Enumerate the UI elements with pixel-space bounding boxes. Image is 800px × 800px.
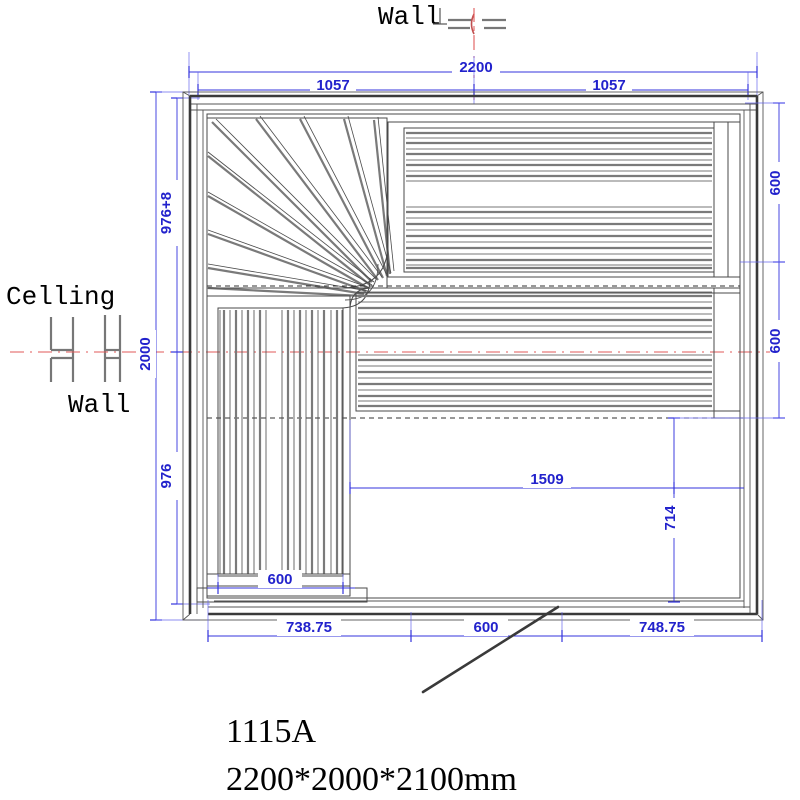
top-bench — [387, 121, 729, 278]
dim-bottom-left: 738.75 — [286, 619, 332, 636]
wall-label-left: Wall — [68, 390, 130, 420]
top-dimension-halves: 1057 1057 — [197, 56, 749, 104]
dim-interior-depth: 714 — [662, 505, 679, 531]
right-dimension-chain: 600 600 — [740, 102, 788, 419]
title-dimensions: 2200*2000*2100mm — [226, 761, 517, 798]
dim-bottom-middle: 600 — [473, 619, 498, 636]
dim-right-lower: 600 — [767, 328, 784, 353]
dim-top-overall: 2200 — [459, 59, 492, 76]
top-dimension-overall: 2200 — [188, 52, 758, 96]
dim-left-bench-width: 600 — [267, 571, 292, 588]
door-leader-line — [421, 605, 560, 694]
bottom-dimension-chain: 738.75 600 748.75 — [207, 600, 763, 642]
dim-top-right-half: 1057 — [592, 77, 625, 94]
dim-right-upper: 600 — [767, 170, 784, 195]
wall-section-thin-symbol — [49, 317, 75, 382]
middle-bench — [349, 287, 741, 419]
dim-top-left-half: 1057 — [316, 77, 349, 94]
celling-label-left: Celling — [6, 282, 115, 312]
left-dimension-segments: 976+8 976 — [158, 97, 210, 605]
dim-bottom-right: 748.75 — [639, 619, 685, 636]
top-bench-back-panel — [713, 121, 741, 278]
left-bench — [206, 295, 351, 597]
cabin-outer-shell — [182, 91, 764, 621]
title-model-code: 1115A — [226, 713, 316, 750]
left-dimension-overall: 2000 — [137, 91, 200, 621]
dim-left-upper: 976+8 — [158, 192, 175, 234]
left-bench-dimension: 600 — [207, 570, 355, 594]
dim-left-lower: 976 — [158, 463, 175, 488]
dim-interior-width: 1509 — [530, 471, 563, 488]
wall-label-top: Wall — [378, 2, 440, 32]
wall-section-thick-symbol — [103, 315, 122, 382]
dim-left-overall: 2000 — [137, 337, 154, 370]
interior-dimension-depth: 714 — [662, 417, 744, 603]
